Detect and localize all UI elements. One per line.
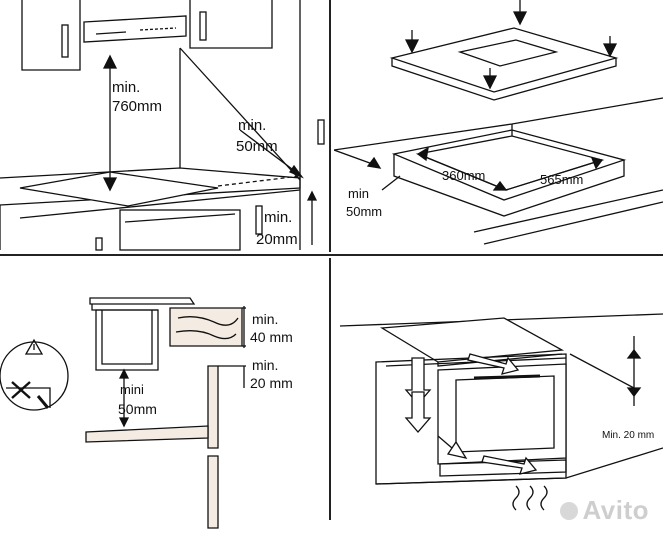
- worktop-thickness-label-2: 40 mm: [250, 329, 293, 345]
- avito-logo-icon: [560, 502, 579, 520]
- bottom-shelf: [85, 425, 209, 443]
- panel-installation-height: min. 760mm min. 50mm min. 20mm: [0, 0, 326, 252]
- panel-cross-section: min. 40 mm min. 20 mm mini 50mm: [0, 258, 326, 540]
- worktop-thickness-label-1: min.: [252, 311, 278, 327]
- gap-label-2: 50mm: [118, 401, 157, 417]
- hood-vent: [95, 31, 127, 35]
- upper-cabinet-left: [21, 0, 81, 71]
- edge-clearance-label-1: min: [348, 186, 369, 201]
- bottom-clearance-label-1: min.: [264, 209, 292, 226]
- oven-body: [437, 363, 567, 465]
- edge-clearance-label-2: 50mm: [346, 204, 382, 219]
- worktop-section: [169, 307, 243, 347]
- hob-surface: [19, 171, 219, 207]
- hob-glass: [89, 297, 196, 305]
- divider-horizontal: [0, 254, 663, 256]
- watermark-text: Avito: [582, 495, 649, 525]
- side-clearance-label-2: 50mm: [236, 138, 278, 155]
- under-clearance-label-1: min.: [252, 357, 278, 373]
- cutout-depth-label: 360mm: [442, 168, 485, 183]
- bottom-clearance-label-2: 20mm: [256, 231, 298, 248]
- side-clearance-label: Min. 20 mm: [602, 430, 654, 441]
- side-clearance-label-1: min.: [238, 117, 266, 134]
- cross-section-diagram: min. 40 mm min. 20 mm mini 50mm: [0, 297, 293, 529]
- avito-watermark: Avito: [560, 495, 649, 526]
- upper-cabinet-right: [189, 0, 273, 49]
- height-label-1: min.: [112, 79, 140, 96]
- cutout-width-label: 565mm: [540, 172, 583, 187]
- warning-inset: [0, 341, 69, 411]
- cutout-dimensions-diagram: 360mm 565mm min 50mm: [334, 0, 663, 245]
- cabinet-handle-right: [199, 11, 207, 41]
- cabinet-handle-left: [61, 24, 69, 58]
- panel-ventilation: Min. 20 mm Avito: [334, 258, 663, 540]
- divider-vertical-top: [329, 0, 331, 252]
- height-label-2: 760mm: [112, 98, 162, 115]
- panel-cutout-dimensions: 360mm 565mm min 50mm: [334, 0, 663, 252]
- hob-top: [379, 317, 565, 363]
- range-hood: [83, 15, 187, 43]
- ventilation-diagram: Min. 20 mm: [339, 313, 663, 511]
- divider-vertical-bottom: [329, 258, 331, 520]
- installation-height-diagram: min. 760mm min. 50mm min. 20mm: [0, 0, 325, 251]
- oven-front: [119, 209, 241, 251]
- gap-label-1: mini: [120, 382, 144, 397]
- under-clearance-label-2: 20 mm: [250, 375, 293, 391]
